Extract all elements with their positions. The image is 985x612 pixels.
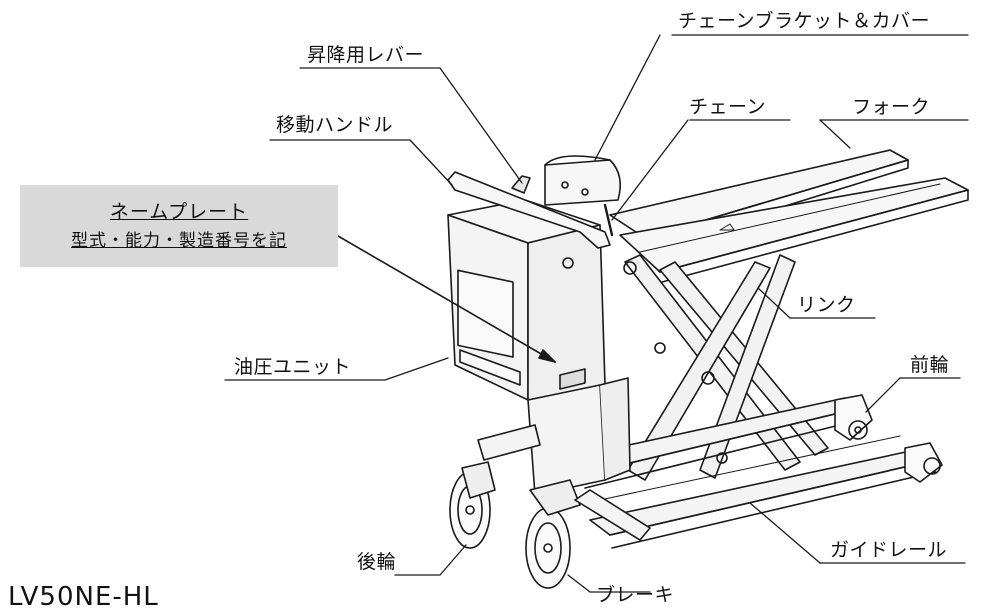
- label-rear-wheel: 後輪: [357, 551, 397, 573]
- label-chain-bracket-cover: チェーンブラケット＆カバー: [678, 10, 930, 32]
- model-number: LV50NE-HL: [8, 582, 159, 612]
- label-hydraulic-unit: 油圧ユニット: [234, 356, 352, 378]
- label-front-wheel: 前輪: [910, 354, 950, 376]
- chain-bracket-cover-drawing: [544, 155, 621, 237]
- label-lift-lever: 昇降用レバー: [307, 44, 425, 66]
- rear-wheel-drawing: [449, 461, 496, 549]
- nameplate-arrow: [337, 235, 556, 363]
- scissor-link-drawing: [623, 254, 829, 481]
- fork-drawing: [609, 149, 969, 283]
- mast-drawing: [477, 377, 631, 496]
- brake-wheel-drawing: [525, 479, 651, 589]
- label-move-handle: 移動ハンドル: [276, 114, 394, 136]
- label-link: リンク: [797, 294, 856, 316]
- front-wheel-drawing: [834, 394, 943, 483]
- leader-lines: [224, 34, 969, 593]
- nameplate-callout: ネームプレート 型式・能力・製造番号を記: [20, 185, 338, 267]
- nameplate-title: ネームプレート: [109, 201, 249, 223]
- handle-drawing: [447, 171, 611, 249]
- nameplate-subtitle: 型式・能力・製造番号を記: [71, 231, 287, 251]
- label-guide-rail: ガイドレール: [830, 539, 948, 561]
- label-fork: フォーク: [852, 96, 931, 118]
- label-chain: チェーン: [689, 96, 767, 118]
- label-brake: ブレーキ: [596, 584, 675, 606]
